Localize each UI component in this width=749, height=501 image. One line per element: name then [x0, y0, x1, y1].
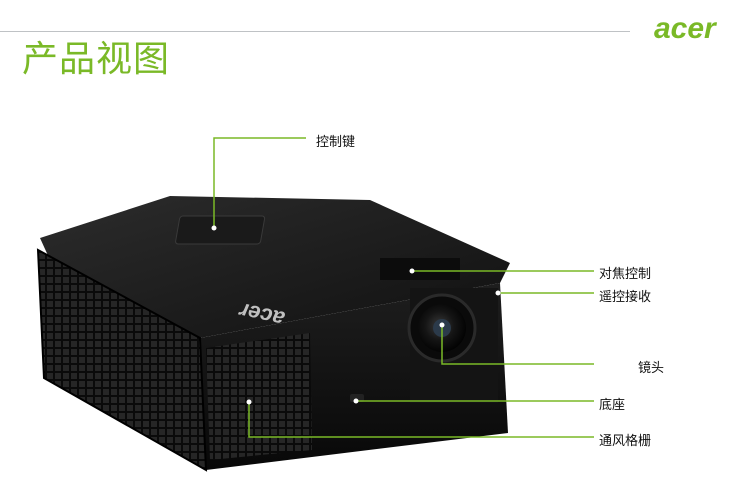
callout-remote-receiver: 遥控接收 [599, 290, 652, 305]
page-title: 产品视图 [22, 39, 171, 80]
logo-wordmark: acer [654, 12, 718, 45]
callout-control-keys: 控制键 [316, 135, 356, 150]
callout-vent-grille: 通风格栅 [599, 434, 652, 449]
callout-focus-control: 对焦控制 [599, 267, 652, 282]
projector-image: acer [36, 196, 510, 472]
callout-base: 底座 [599, 398, 626, 413]
header-divider [0, 31, 630, 32]
acer-logo: acer [652, 6, 742, 56]
callout-lens: 镜头 [638, 361, 665, 376]
